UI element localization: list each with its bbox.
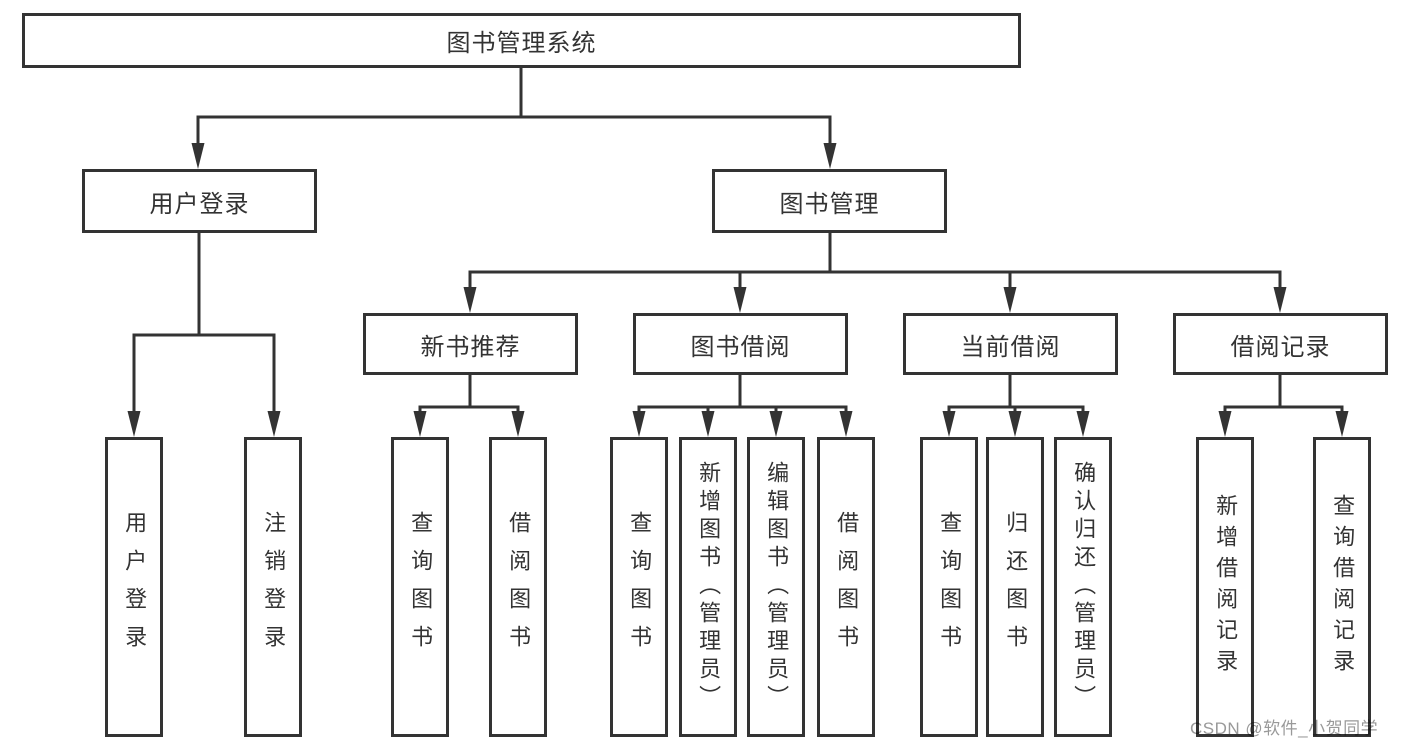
arrowhead xyxy=(1076,411,1090,437)
node-current-borrow: 当前借阅 xyxy=(903,313,1118,375)
leaf-return-books: 归还图书 xyxy=(986,437,1044,737)
node-label: 借阅图书 xyxy=(506,511,532,663)
leaf-query-books-1: 查询图书 xyxy=(391,437,449,737)
edge-book-borrow-branch xyxy=(637,373,848,416)
edge-new-book-branch xyxy=(418,373,520,416)
leaf-add-books-admin: 新增图书（管理员） xyxy=(679,437,737,737)
arrowhead xyxy=(413,411,427,437)
node-new-book-recommend: 新书推荐 xyxy=(363,313,578,375)
node-label: 图书管理系统 xyxy=(446,30,597,57)
arrowhead xyxy=(701,411,715,437)
leaf-borrow-books-1: 借阅图书 xyxy=(489,437,547,737)
node-label: 用户登录 xyxy=(122,511,148,663)
node-label: 查询图书 xyxy=(627,511,653,663)
node-label: 新增借阅记录 xyxy=(1213,494,1239,680)
node-borrow-records: 借阅记录 xyxy=(1173,313,1388,375)
leaf-query-books-2: 查询图书 xyxy=(610,437,668,737)
edge-borrow-record-branch xyxy=(1223,373,1344,416)
arrowhead xyxy=(127,411,141,437)
node-label: 编辑图书（管理员） xyxy=(764,461,790,713)
leaf-add-borrow-record: 新增借阅记录 xyxy=(1196,437,1254,737)
node-label: 查询借阅记录 xyxy=(1330,494,1356,680)
node-user-login: 用户登录 xyxy=(82,169,317,233)
edge-book-mgmt-branch xyxy=(468,231,1282,291)
leaf-user-login: 用户登录 xyxy=(105,437,163,737)
node-book-management: 图书管理 xyxy=(712,169,947,233)
leaf-query-borrow-record: 查询借阅记录 xyxy=(1313,437,1371,737)
arrowhead xyxy=(632,411,646,437)
arrowhead xyxy=(733,287,747,313)
edge-root-branch xyxy=(196,66,832,147)
leaf-borrow-books-2: 借阅图书 xyxy=(817,437,875,737)
node-label: 当前借阅 xyxy=(960,333,1061,361)
arrowhead xyxy=(769,411,783,437)
arrowhead xyxy=(191,143,205,169)
leaf-edit-books-admin: 编辑图书（管理员） xyxy=(747,437,805,737)
node-label: 归还图书 xyxy=(1003,511,1029,663)
node-label: 图书管理 xyxy=(779,190,880,218)
edge-user-login-branch xyxy=(132,231,276,415)
node-label: 查询图书 xyxy=(937,511,963,663)
arrowhead xyxy=(942,411,956,437)
node-label: 借阅图书 xyxy=(834,511,860,663)
node-label: 新增图书（管理员） xyxy=(696,461,722,713)
arrowhead xyxy=(463,287,477,313)
arrowhead xyxy=(1008,411,1022,437)
arrowhead xyxy=(1335,411,1349,437)
arrowhead xyxy=(823,143,837,169)
arrowhead xyxy=(1003,287,1017,313)
node-label: 确认归还（管理员） xyxy=(1071,461,1097,713)
leaf-logout: 注销登录 xyxy=(244,437,302,737)
arrowhead xyxy=(839,411,853,437)
leaf-query-books-3: 查询图书 xyxy=(920,437,978,737)
arrowhead xyxy=(1218,411,1232,437)
csdn-watermark: CSDN @软件_小贺同学 xyxy=(1190,719,1379,738)
node-root-library-system: 图书管理系统 xyxy=(22,13,1021,68)
node-label: 查询图书 xyxy=(408,511,434,663)
arrowhead xyxy=(1273,287,1287,313)
node-label: 注销登录 xyxy=(261,511,287,663)
node-label: 新书推荐 xyxy=(420,333,521,361)
arrowhead xyxy=(511,411,525,437)
arrowheads xyxy=(127,143,1349,437)
node-label: 借阅记录 xyxy=(1230,333,1331,361)
arrowhead xyxy=(267,411,281,437)
node-book-borrow: 图书借阅 xyxy=(633,313,848,375)
edge-current-borrow-branch xyxy=(947,373,1085,416)
node-label: 用户登录 xyxy=(149,190,250,218)
node-label: 图书借阅 xyxy=(690,333,791,361)
leaf-confirm-return-admin: 确认归还（管理员） xyxy=(1054,437,1112,737)
